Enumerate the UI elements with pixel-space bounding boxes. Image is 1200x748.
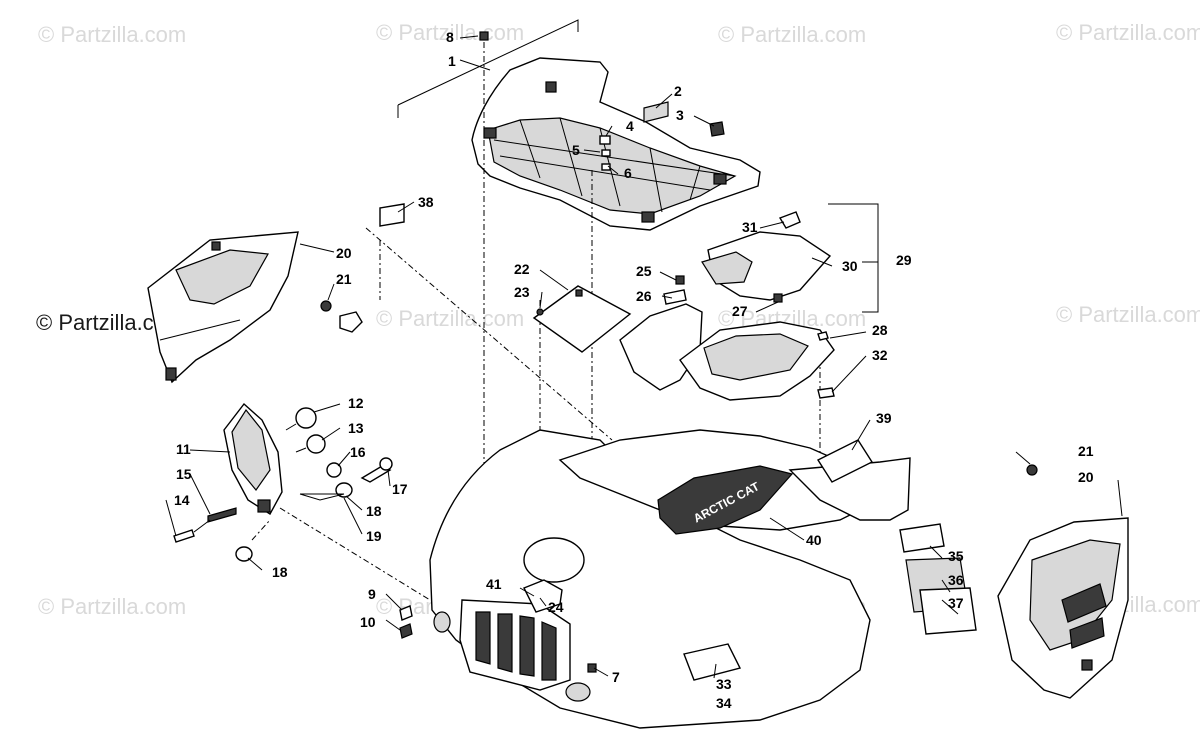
callout-21a: 21 — [336, 271, 352, 287]
left-side-panel — [147, 231, 299, 384]
rack-small-parts — [479, 31, 725, 171]
watermark: © Partzilla.com — [1056, 302, 1200, 327]
headlight-assembly — [223, 402, 283, 515]
callout-25: 25 — [636, 263, 652, 279]
leader-lines — [165, 35, 1123, 679]
callout-23: 23 — [514, 284, 530, 300]
callout-26: 26 — [636, 288, 652, 304]
front-fender: ARCTIC CAT — [429, 429, 911, 729]
callout-17: 17 — [392, 481, 408, 497]
storage-box — [619, 211, 835, 401]
callout-39: 39 — [876, 410, 892, 426]
callout-13: 13 — [348, 420, 364, 436]
callout-11: 11 — [176, 441, 191, 457]
callout-19: 19 — [366, 528, 382, 544]
callout-5: 5 — [572, 142, 580, 158]
callout-20a: 20 — [336, 245, 352, 261]
callout-31: 31 — [742, 219, 758, 235]
callout-8: 8 — [446, 29, 454, 45]
callout-21b: 21 — [1078, 443, 1094, 459]
callout-3: 3 — [676, 107, 684, 123]
watermark: © Partzilla.com — [376, 20, 525, 45]
callout-27: 27 — [732, 303, 748, 319]
callout-12: 12 — [348, 395, 364, 411]
callout-1: 1 — [448, 53, 456, 69]
callout-4: 4 — [626, 118, 634, 134]
callout-20b: 20 — [1078, 469, 1094, 485]
callout-9: 9 — [368, 586, 376, 602]
callout-7: 7 — [612, 669, 620, 685]
callout-36: 36 — [948, 572, 964, 588]
callout-2: 2 — [674, 83, 682, 99]
callout-18a: 18 — [366, 503, 382, 519]
callout-28: 28 — [872, 322, 888, 338]
callout-33: 33 — [716, 676, 732, 692]
callout-24: 24 — [548, 599, 564, 615]
callout-35: 35 — [948, 548, 964, 564]
callout-37: 37 — [948, 595, 964, 611]
callout-10: 10 — [360, 614, 376, 630]
callout-6: 6 — [624, 165, 632, 181]
callout-22: 22 — [514, 261, 530, 277]
callout-40: 40 — [806, 532, 822, 548]
callout-14: 14 — [174, 492, 190, 508]
callout-16: 16 — [350, 444, 366, 460]
callout-29: 29 — [896, 252, 912, 268]
callout-30: 30 — [842, 258, 858, 274]
front-rack — [397, 19, 761, 231]
right-side-panel — [997, 517, 1129, 699]
watermark: © Partzilla.com — [38, 22, 187, 47]
callout-15: 15 — [176, 466, 192, 482]
watermark: © Partzilla.com — [38, 594, 187, 619]
watermark: © Partzilla.com — [1056, 20, 1200, 45]
callout-18b: 18 — [272, 564, 288, 580]
callout-34: 34 — [716, 695, 732, 711]
watermark: © Partzilla.com — [376, 306, 525, 331]
callout-38: 38 — [418, 194, 434, 210]
callout-32: 32 — [872, 347, 888, 363]
watermark: © Partzilla.com — [718, 22, 867, 47]
callout-41: 41 — [486, 576, 502, 592]
